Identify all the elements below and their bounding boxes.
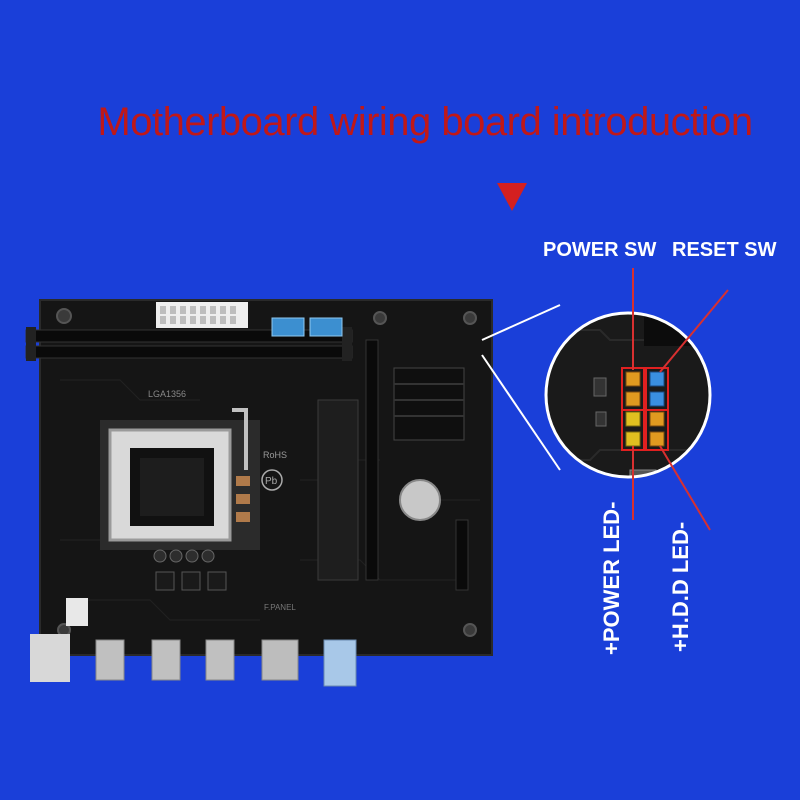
front-panel-zoom [546,313,710,477]
page-title: Motherboard wiring board introduction [97,100,753,144]
socket-label: LGA1356 [148,389,186,399]
hdd-led-label: +H.D.D LED- [668,521,693,652]
power-led-label: +POWER LED- [599,501,624,655]
reset-sw-label: RESET SW [672,239,777,261]
pointer-lines [632,268,729,531]
down-arrow-icon [497,183,527,211]
power-sw-label: POWER SW [543,239,657,261]
pb-label: Pb [265,476,278,487]
rohs-label: RoHS [263,450,287,460]
f-panel-label: F.PANEL [264,603,296,612]
